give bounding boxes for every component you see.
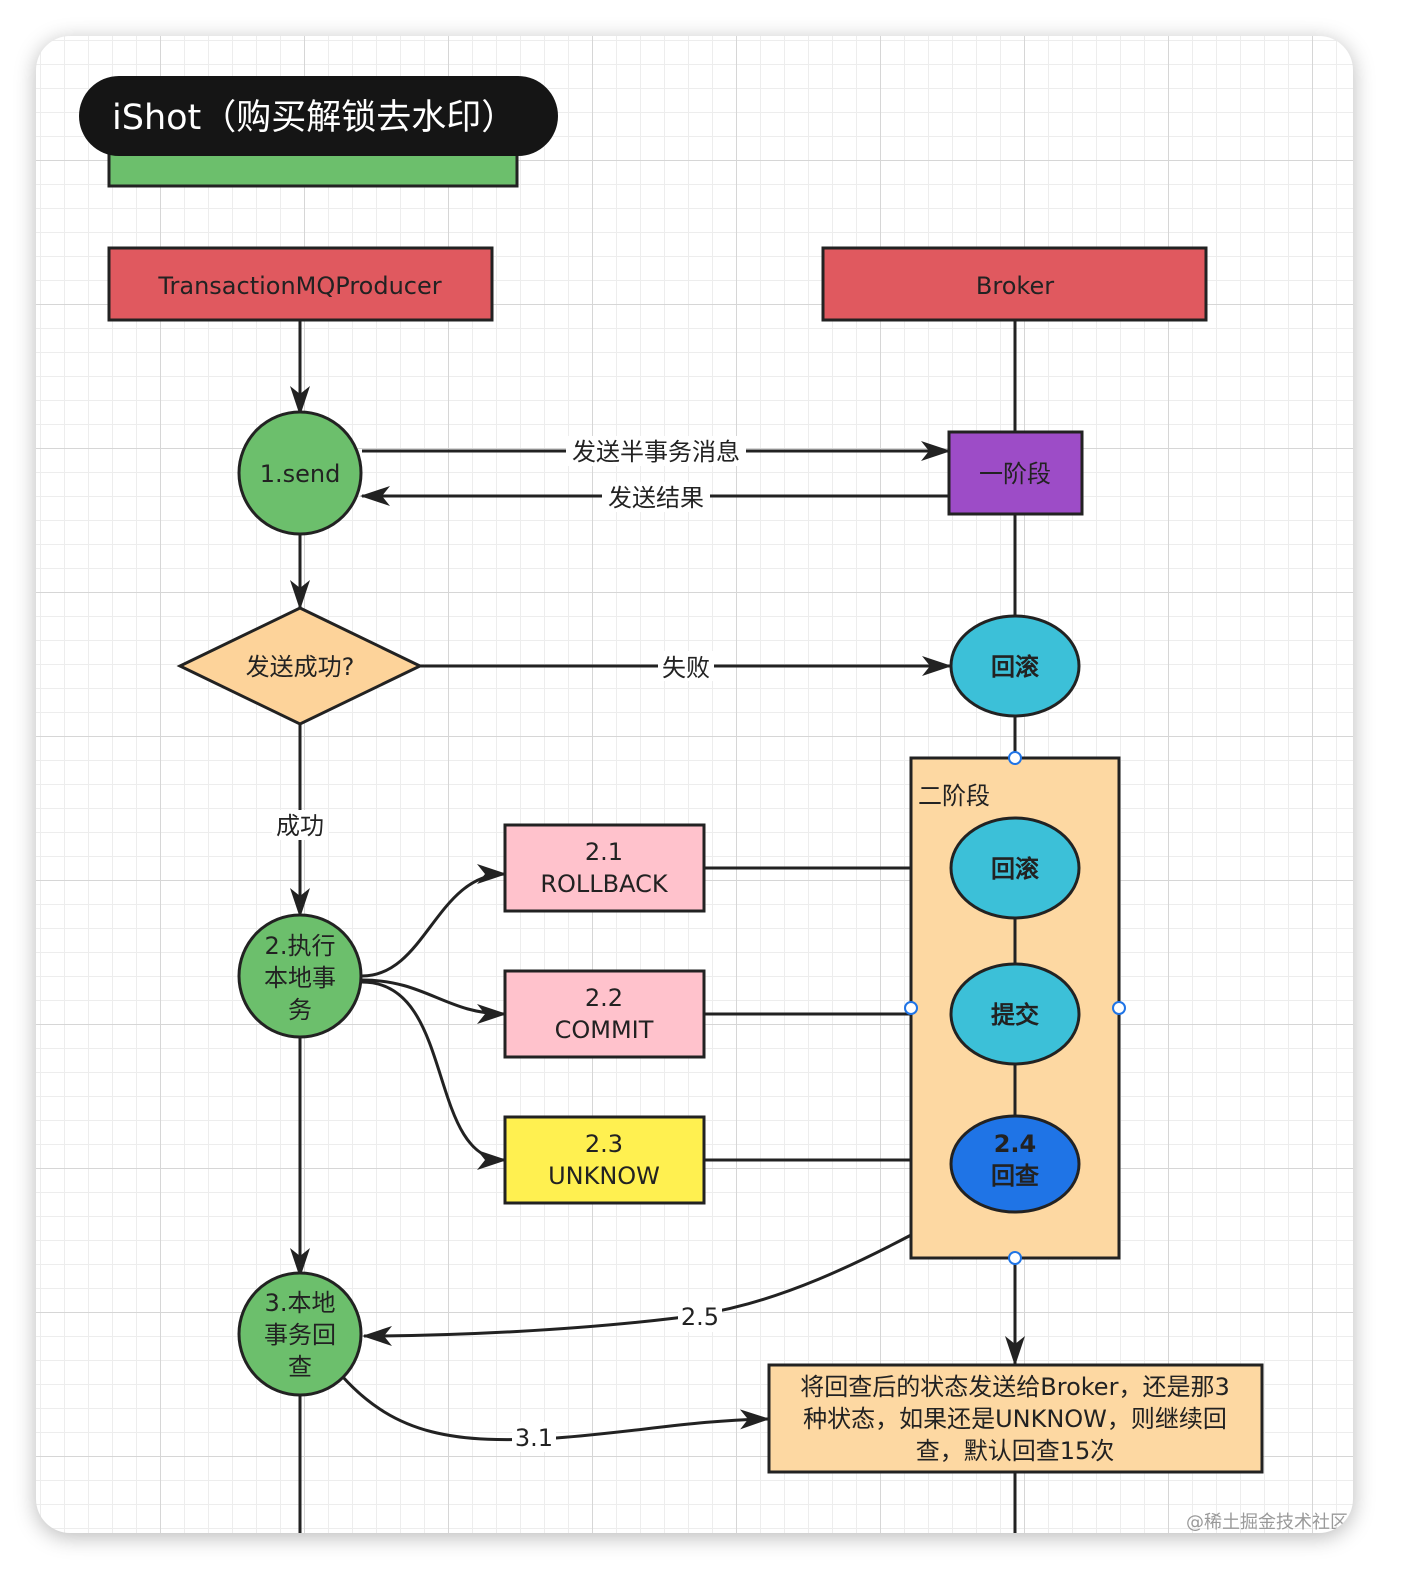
decision-label: 发送成功? xyxy=(246,653,355,681)
edge-label-bg-result xyxy=(602,482,710,512)
phase1-box xyxy=(947,430,1084,516)
flow-diagram: iShot（购买解锁去水印） xyxy=(79,76,1348,1533)
check-label-2: 事务回 xyxy=(264,1321,336,1349)
exec-label-3: 务 xyxy=(288,996,312,1024)
ishot-watermark-text: iShot（购买解锁去水印） xyxy=(112,98,516,138)
note-line-1: 将回查后的状态发送给Broker，还是那3 xyxy=(800,1373,1229,1401)
edge-label-send-result: 发送结果 xyxy=(608,484,704,512)
exec-label-1: 2.执行 xyxy=(265,932,336,960)
connectors xyxy=(290,320,1025,1533)
edge-exec-unknow xyxy=(361,980,507,1170)
exec-node xyxy=(237,913,363,1039)
edge-label-25: 2.5 xyxy=(681,1303,719,1331)
broker-box xyxy=(821,246,1208,322)
commit-box-num: 2.2 xyxy=(585,984,623,1012)
selection-handles xyxy=(904,751,1126,1265)
edge-2-5 xyxy=(362,1198,977,1346)
broker-label: Broker xyxy=(976,272,1054,300)
phase2-label: 二阶段 xyxy=(918,782,990,810)
commit-box xyxy=(503,969,706,1059)
rollback-node xyxy=(949,614,1081,718)
producer-label: TransactionMQProducer xyxy=(157,272,441,300)
edge-exec-rollback xyxy=(361,864,507,978)
unknow-box-label: UNKNOW xyxy=(548,1162,660,1190)
rollback-box-label: ROLLBACK xyxy=(540,870,669,898)
edge-label-bg-31 xyxy=(512,1422,556,1452)
p2-commit-node xyxy=(949,962,1081,1066)
edge-label-send-half: 发送半事务消息 xyxy=(572,438,740,466)
p2-commit-label: 提交 xyxy=(991,1001,1039,1029)
edge-exec-commit xyxy=(361,978,507,1024)
edge-label-bg-success xyxy=(272,810,328,840)
check-label-1: 3.本地 xyxy=(265,1289,336,1317)
exec-label-2: 本地事 xyxy=(264,964,336,992)
note-box xyxy=(767,1363,1264,1474)
p2-check-label: 回查 xyxy=(991,1162,1039,1190)
p2-rollback-node xyxy=(949,816,1081,920)
rollback-box xyxy=(503,823,706,913)
p2-check-num: 2.4 xyxy=(994,1130,1037,1158)
commit-box-label: COMMIT xyxy=(555,1016,654,1044)
edge-label-bg-fail xyxy=(658,651,714,681)
producer-box xyxy=(107,246,494,322)
check-node xyxy=(237,1271,363,1397)
edge-label-success: 成功 xyxy=(276,812,324,840)
send-label: 1.send xyxy=(260,460,341,488)
unknow-box xyxy=(503,1115,706,1205)
site-watermark: @稀土掘金技术社区 xyxy=(1186,1512,1348,1533)
edge-label-bg-half xyxy=(566,436,746,466)
send-node xyxy=(237,410,363,536)
edge-label-fail: 失败 xyxy=(662,654,710,682)
unknow-box-num: 2.3 xyxy=(585,1130,623,1158)
ishot-badge xyxy=(79,76,558,156)
p2-check-node xyxy=(949,1114,1081,1214)
rollback-label: 回滚 xyxy=(991,653,1040,681)
phase1-label: 一阶段 xyxy=(979,460,1051,488)
diagram-canvas: iShot（购买解锁去水印） xyxy=(36,36,1353,1533)
check-label-3: 查 xyxy=(288,1353,312,1381)
rollback-box-num: 2.1 xyxy=(585,838,623,866)
edge-label-31: 3.1 xyxy=(515,1424,553,1452)
note-line-3: 查，默认回查15次 xyxy=(916,1437,1115,1465)
edge-label-bg-25 xyxy=(678,1302,722,1332)
p2-rollback-label: 回滚 xyxy=(991,855,1040,883)
decision-diamond xyxy=(176,606,424,726)
note-line-2: 种状态，如果还是UNKNOW，则继续回 xyxy=(803,1405,1227,1433)
